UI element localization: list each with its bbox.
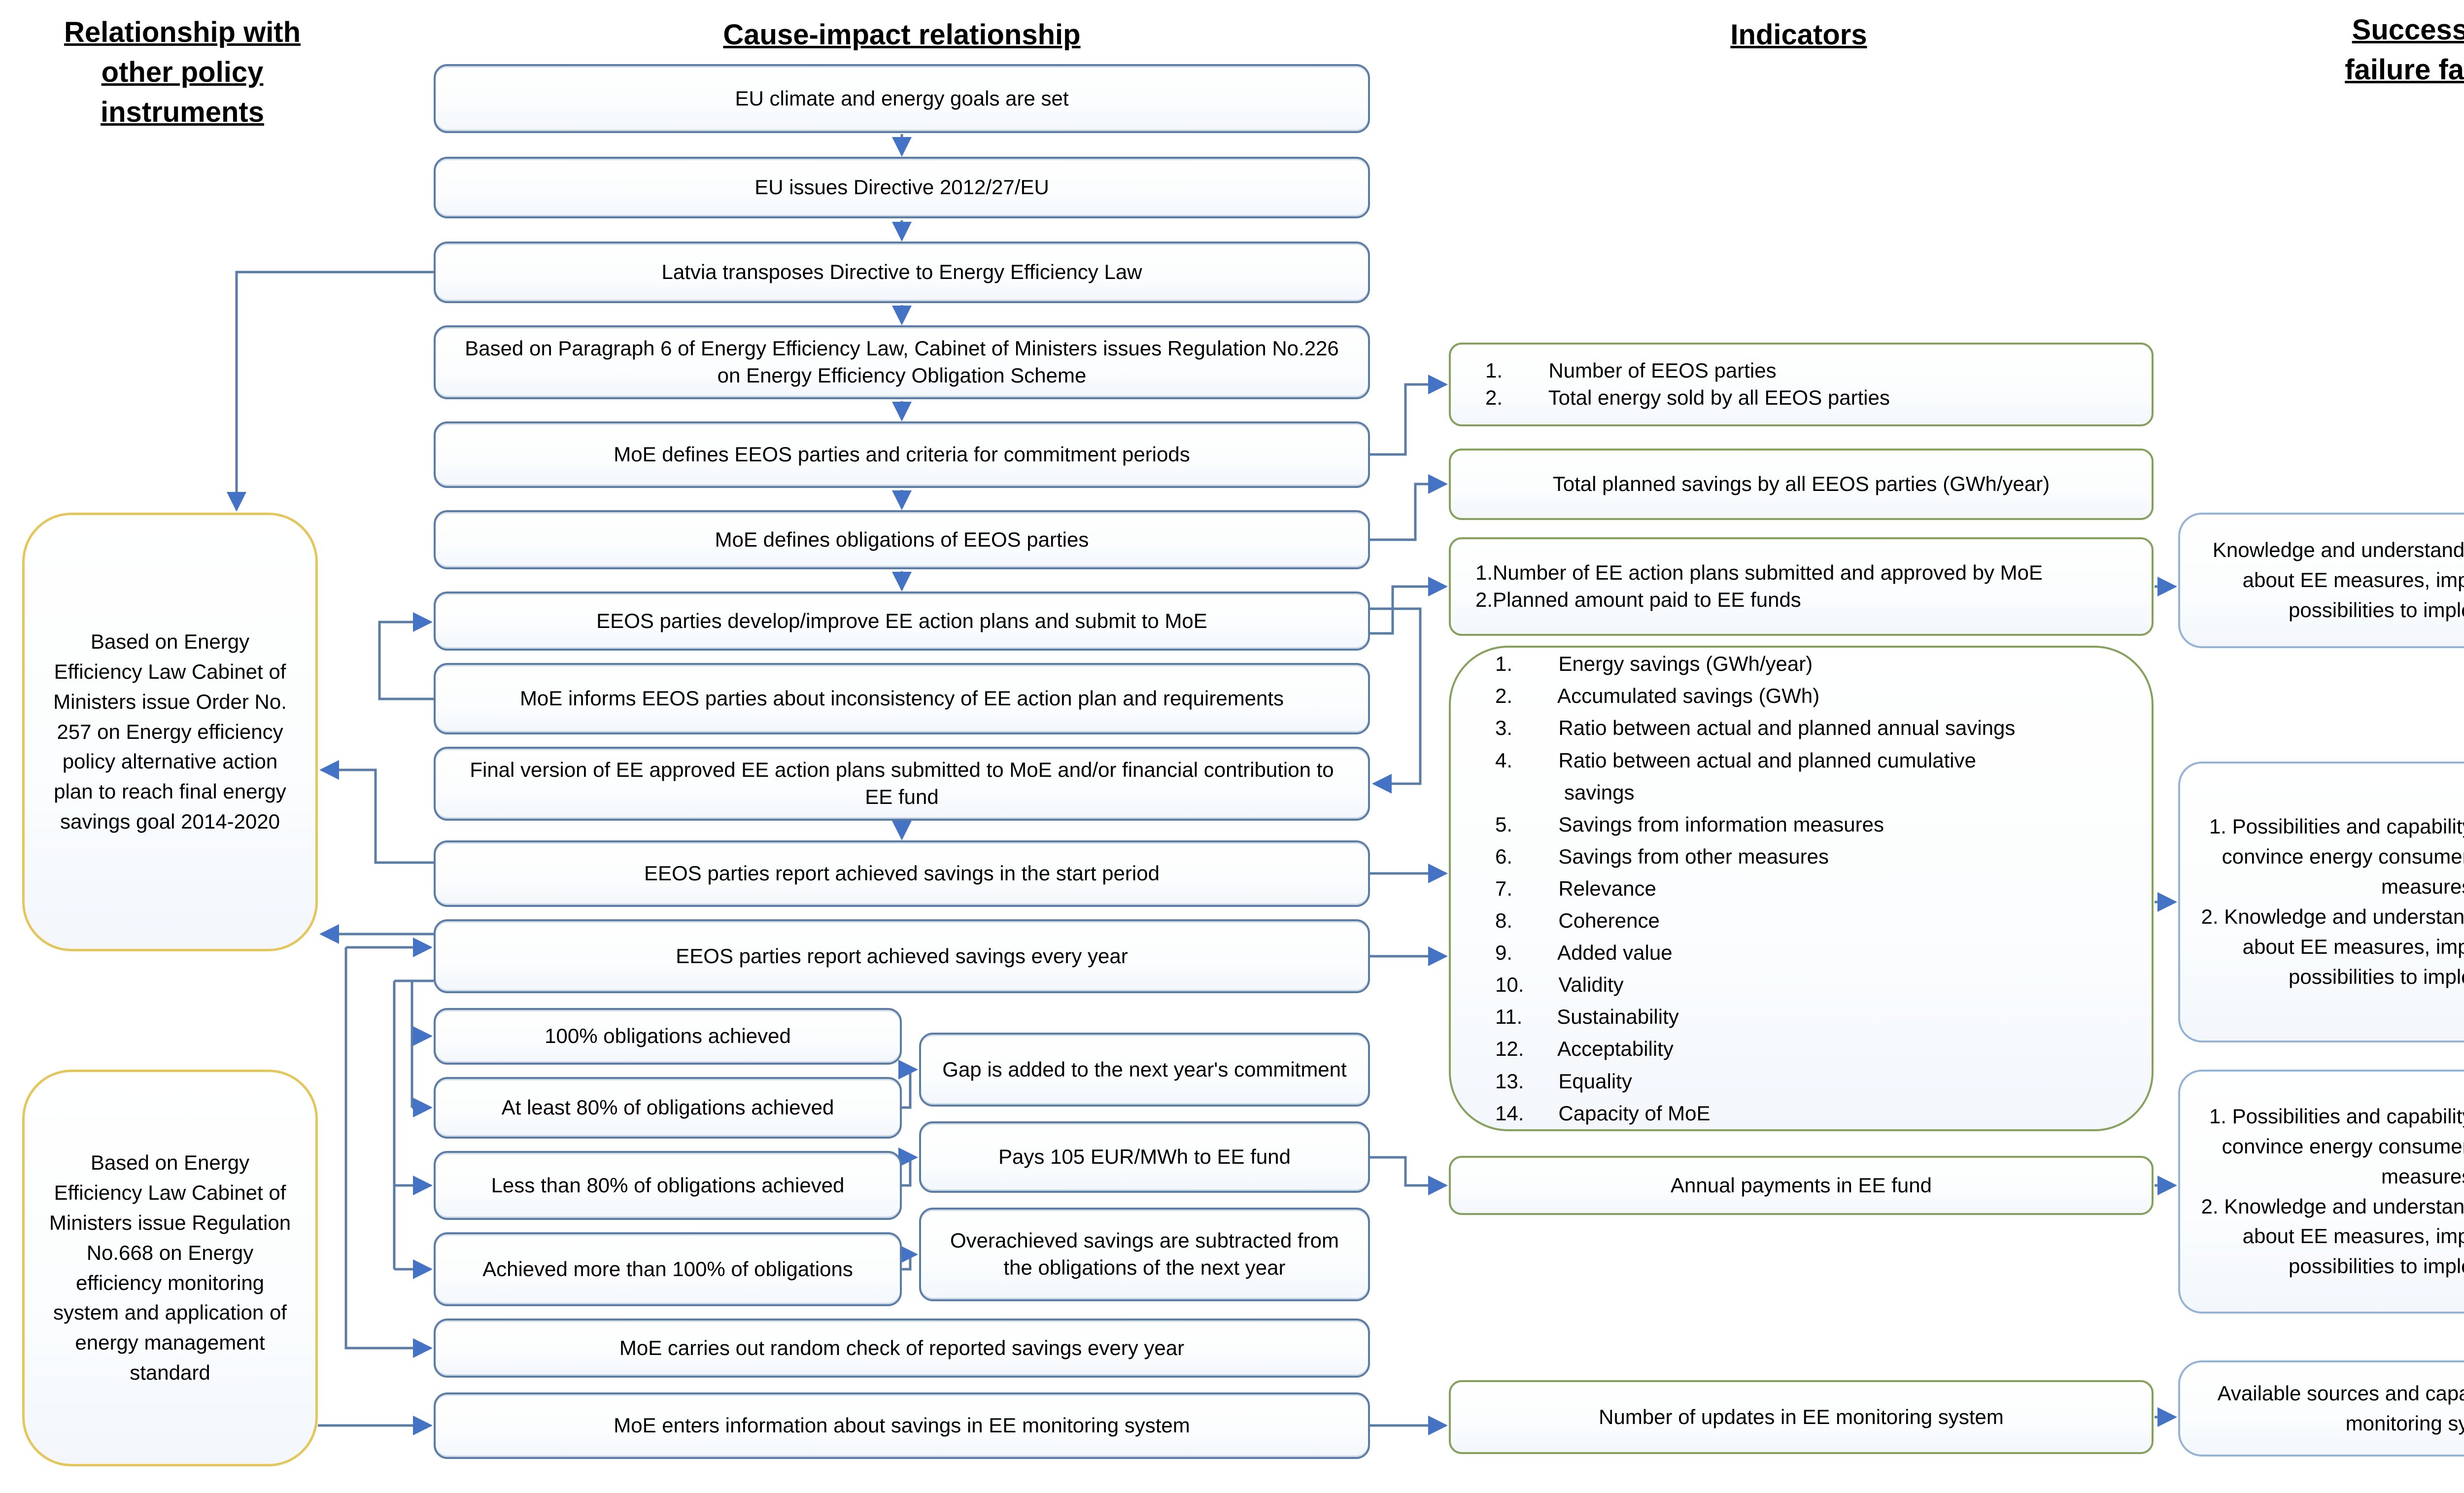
flow-box-obligations-80: At least 80% of obligations achieved — [434, 1077, 902, 1139]
flow-box-obligations-more100: Achieved more than 100% of obligations — [434, 1232, 902, 1306]
factor-box-sources: Available sources and capacity to mainta… — [2178, 1360, 2464, 1457]
header-indicators-column: Indicators — [1730, 19, 1867, 51]
flow-box-define-obligations: MoE defines obligations of EEOS parties — [434, 510, 1370, 569]
policy-box-order-257: Based on Energy Efficiency Law Cabinet o… — [22, 513, 318, 951]
policy-box-regulation-668: Based on Energy Efficiency Law Cabinet o… — [22, 1070, 318, 1466]
flow-box-eu-goals: EU climate and energy goals are set — [434, 64, 1370, 133]
outcome-box-overachieved: Overachieved savings are subtracted from… — [919, 1208, 1370, 1301]
flow-box-inform-inconsistency: MoE informs EEOS parties about inconsist… — [434, 663, 1370, 734]
left-connectors — [227, 271, 434, 1435]
indicator-box-plans-submitted: 1.Number of EE action plans submitted an… — [1449, 537, 2154, 636]
indicator-box-updates: Number of updates in EE monitoring syste… — [1449, 1380, 2154, 1454]
flow-box-report-start-period: EEOS parties report achieved savings in … — [434, 840, 1370, 907]
flow-box-regulation-226: Based on Paragraph 6 of Energy Efficienc… — [434, 325, 1370, 399]
factor-box-knowledge: Knowledge and understanding of EEOS part… — [2178, 513, 2464, 648]
outcome-box-pays-fund: Pays 105 EUR/MWh to EE fund — [919, 1121, 1370, 1193]
header-success-failure-column: Success and failure factors — [2345, 14, 2464, 86]
flow-box-develop-plans: EEOS parties develop/improve EE action p… — [434, 591, 1370, 651]
flow-box-enter-info: MoE enters information about savings in … — [434, 1392, 1370, 1459]
flow-box-eu-directive: EU issues Directive 2012/27/EU — [434, 157, 1370, 218]
indicator-box-planned-savings: Total planned savings by all EEOS partie… — [1449, 449, 2154, 520]
flow-box-latvia-transposes: Latvia transposes Directive to Energy Ef… — [434, 242, 1370, 303]
indicator-box-fund-payments: Annual payments in EE fund — [1449, 1156, 2154, 1215]
flow-box-random-check: MoE carries out random check of reported… — [434, 1319, 1370, 1378]
indicator-box-main-list: 1. Energy savings (GWh/year) 2. Accumula… — [1449, 646, 2154, 1131]
outcome-box-gap-added: Gap is added to the next year's commitme… — [919, 1033, 1370, 1107]
mid-connectors — [898, 1060, 918, 1271]
flow-box-report-yearly: EEOS parties report achieved savings eve… — [434, 919, 1370, 993]
flow-box-final-version: Final version of EE approved EE action p… — [434, 747, 1370, 821]
header-cause-impact-column: Cause-impact relationship — [723, 19, 1081, 51]
indicator-box-parties-sold: 1. Number of EEOS parties 2. Total energ… — [1449, 343, 2154, 426]
flow-box-obligations-less80: Less than 80% of obligations achieved — [434, 1151, 902, 1220]
right-connectors — [1370, 375, 2177, 1435]
factor-box-possibilities-lower: 1. Possibilities and capability of EEOS … — [2178, 1070, 2464, 1314]
flow-box-obligations-100: 100% obligations achieved — [434, 1008, 902, 1065]
factor-box-possibilities-upper: 1. Possibilities and capability of EEOS … — [2178, 762, 2464, 1042]
flow-box-define-parties: MoE defines EEOS parties and criteria fo… — [434, 421, 1370, 488]
header-relationship-column: Relationship with other policy instrumen… — [64, 16, 301, 129]
